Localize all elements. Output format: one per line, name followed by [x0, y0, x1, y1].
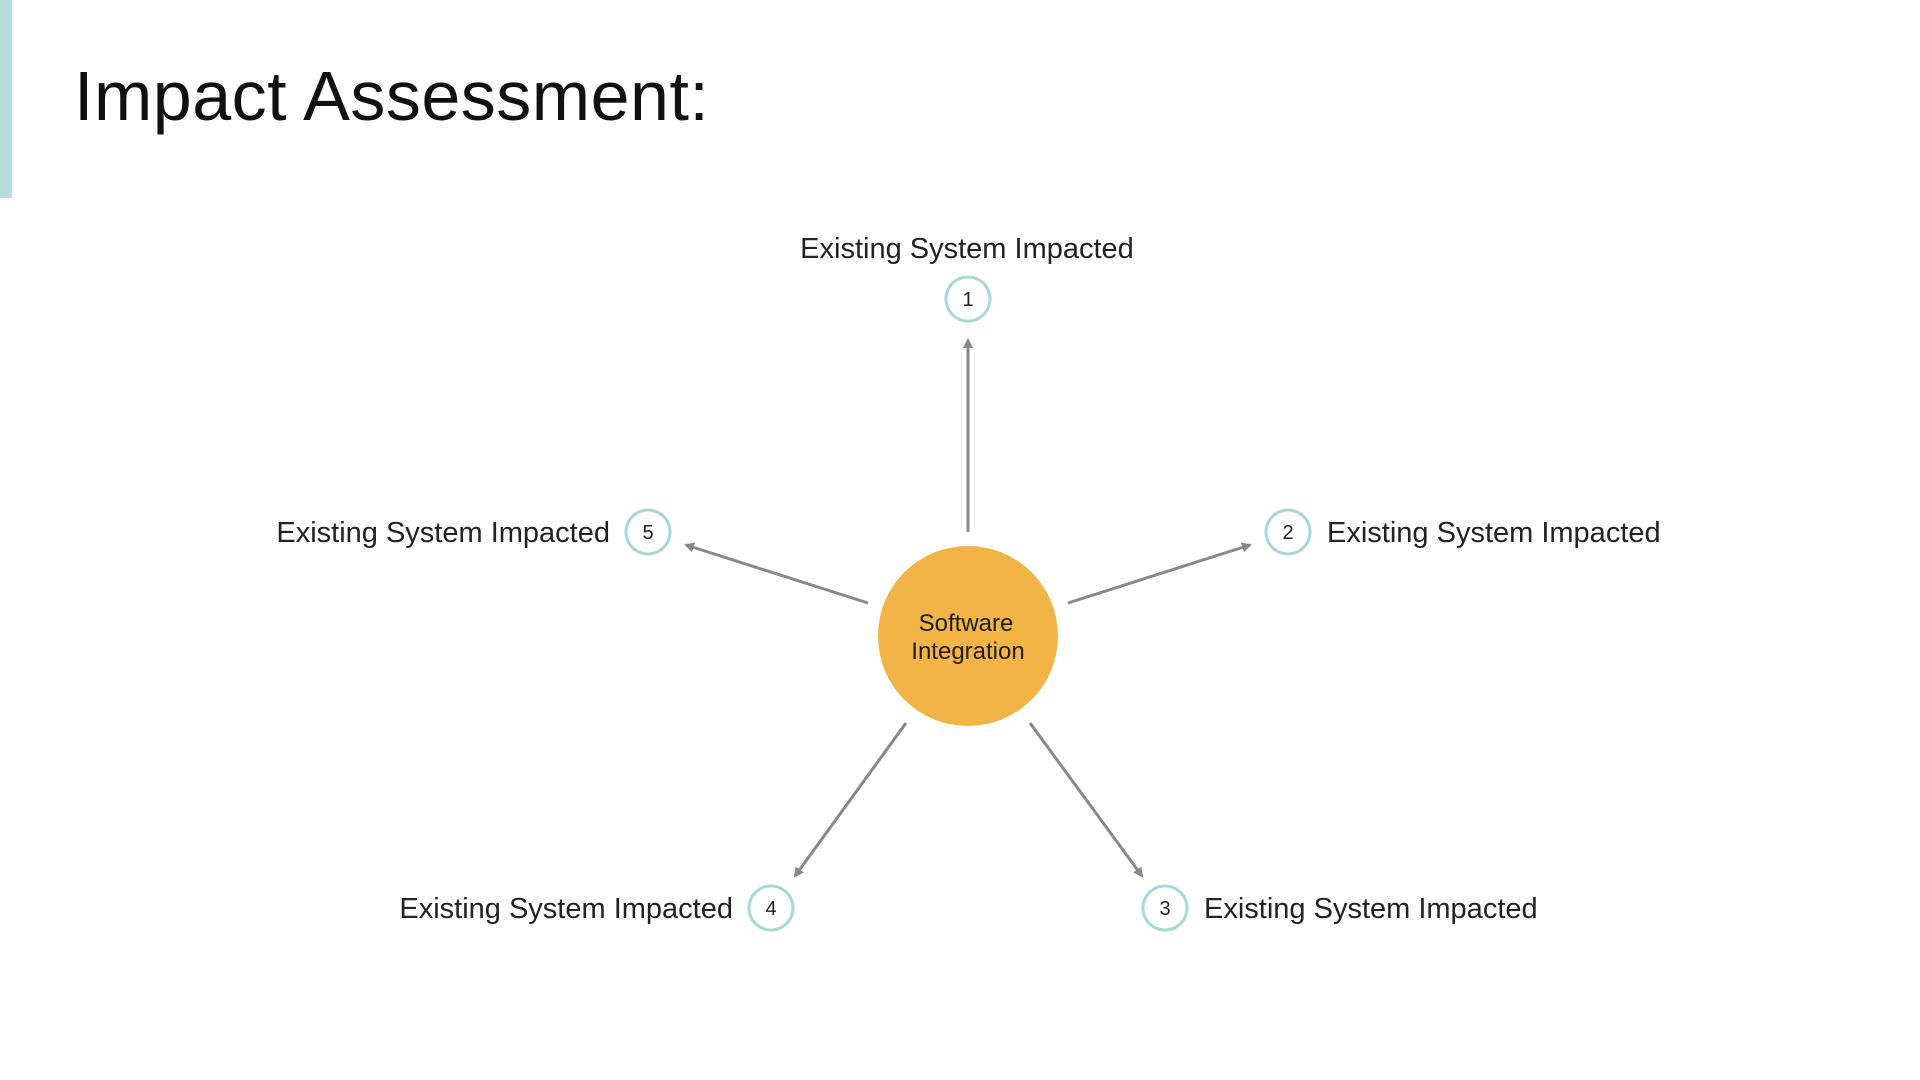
node-4: Existing System Impacted 4	[399, 884, 795, 932]
slide-title: Impact Assessment:	[74, 57, 710, 135]
center-node: Software Integration	[878, 546, 1058, 726]
node-3-number: 3	[1159, 898, 1170, 920]
node-2-badge	[1264, 508, 1312, 556]
node-5-badge	[624, 508, 672, 556]
node-3-label: Existing System Impacted	[1204, 893, 1538, 925]
node-4-number: 4	[765, 898, 776, 920]
node-5-number: 5	[642, 522, 653, 544]
node-3-badge	[1141, 884, 1189, 932]
arrow-to-node-2	[1067, 542, 1252, 605]
node-4-badge	[747, 884, 795, 932]
arrow-to-node-3	[1028, 722, 1144, 878]
arrow-to-node-4	[793, 722, 908, 878]
center-label-line1: Software	[919, 610, 1014, 637]
arrow-to-node-5	[684, 542, 869, 605]
node-5: Existing System Impacted 5	[276, 508, 672, 556]
node-2-label: Existing System Impacted	[1327, 517, 1661, 549]
node-1-label: Existing System Impacted	[800, 233, 1134, 265]
node-2: 2 Existing System Impacted	[1264, 508, 1661, 556]
node-4-label: Existing System Impacted	[399, 893, 733, 925]
center-label-line2: Integration	[911, 638, 1024, 665]
node-2-number: 2	[1282, 522, 1293, 544]
node-5-label: Existing System Impacted	[276, 517, 610, 549]
node-1-badge	[944, 275, 992, 323]
node-1: Existing System Impacted 1	[800, 233, 1134, 323]
node-3: 3 Existing System Impacted	[1141, 884, 1538, 932]
node-1-number: 1	[962, 289, 973, 311]
accent-bar	[0, 0, 12, 198]
center-circle	[878, 546, 1058, 726]
